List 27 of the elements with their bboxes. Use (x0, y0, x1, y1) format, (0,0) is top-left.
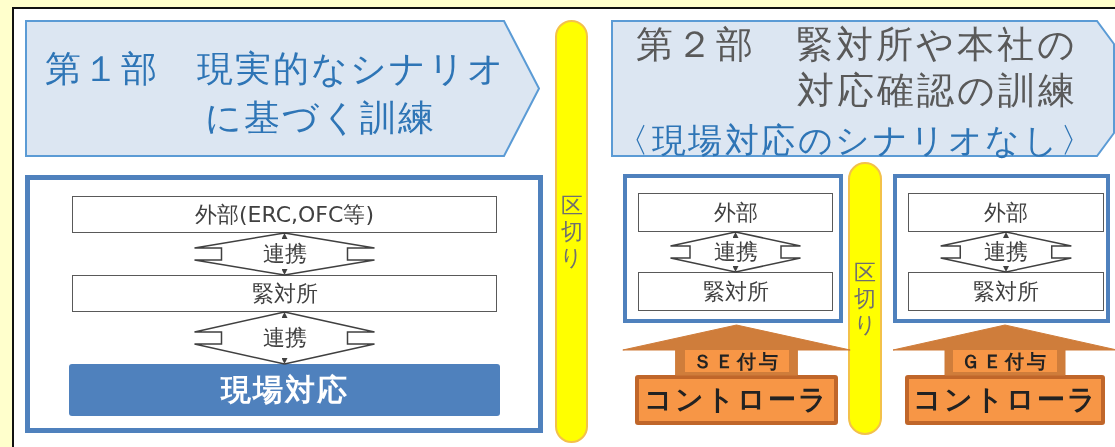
label-box: 外部 (908, 193, 1104, 232)
label-box: 緊対所 (638, 272, 833, 311)
edge-label: 連携 (981, 240, 1031, 264)
group-frame (623, 174, 843, 323)
banner-subtitle: 〈現場対応のシナリオなし〉 (615, 120, 1097, 160)
chevron-banner (25, 20, 540, 157)
label-box: 外部(ERC,OFC等) (72, 196, 497, 233)
arrow (939, 231, 1073, 273)
label-box: 現場対応 (69, 364, 500, 416)
controller-box: コントローラ (635, 375, 838, 425)
group-frame (25, 175, 543, 433)
controller-box: コントローラ (905, 375, 1105, 425)
label-box: 緊対所 (908, 272, 1104, 311)
banner-title: 第２部 緊対所や本社の対応確認の訓練 (635, 22, 1079, 114)
label-box: 緊対所 (72, 275, 497, 312)
label-box: 外部 (638, 193, 833, 232)
separator-label: 区切り (560, 192, 583, 271)
separator-bar (848, 162, 882, 435)
group-frame (893, 174, 1110, 323)
separator-label: 区切り (853, 259, 877, 338)
arrow (193, 232, 376, 276)
separator-bar (555, 20, 588, 443)
banner-title: 第１部 現実的なシナリオに基づく訓練 (44, 47, 507, 140)
arrow (193, 311, 376, 365)
arrow (669, 231, 802, 273)
edge-label: ＧＥ付与 (953, 349, 1057, 372)
chevron-banner (611, 20, 1115, 157)
